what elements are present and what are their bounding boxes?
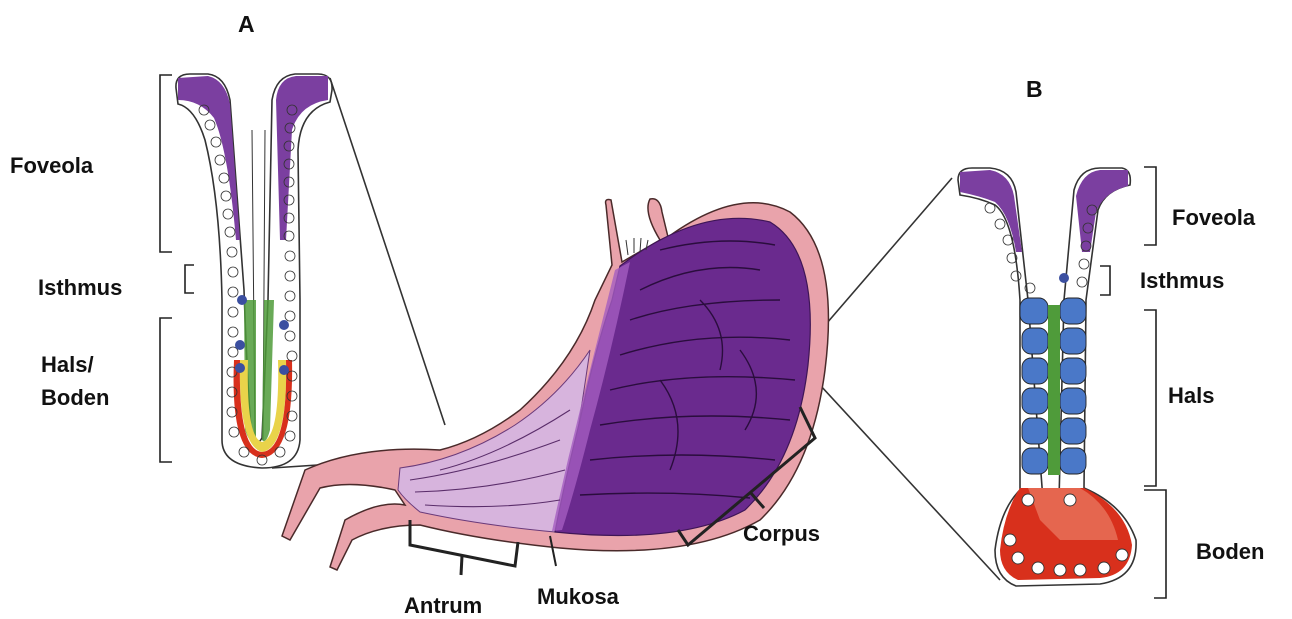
mukosa-label: Mukosa xyxy=(537,584,619,610)
gland-a xyxy=(176,74,332,468)
bracket-b-foveola xyxy=(1144,167,1156,245)
gland-b-stem-cell xyxy=(1059,273,1069,283)
gland-b-hals-label: Hals xyxy=(1168,383,1214,409)
gland-a-foveolar-cells-right xyxy=(276,76,328,240)
gland-b-isthmus-label: Isthmus xyxy=(1140,268,1224,294)
gland-b-foveolar-cells-right xyxy=(1076,170,1128,252)
gland-b-green-zone xyxy=(1048,305,1060,475)
gland-a-isthmus-label: Isthmus xyxy=(38,275,122,301)
panel-b-label: B xyxy=(1026,76,1043,102)
gland-b-foveola-label: Foveola xyxy=(1172,205,1255,231)
panel-a-label: A xyxy=(238,11,255,37)
antrum-label: Antrum xyxy=(404,593,482,619)
gland-a-foveola-label: Foveola xyxy=(10,153,93,179)
corpus-label: Corpus xyxy=(743,521,820,547)
bracket-a-foveola xyxy=(160,75,172,252)
gland-a-hals-label: Hals/ xyxy=(41,352,94,378)
stomach xyxy=(282,199,828,570)
bracket-b-hals xyxy=(1144,310,1156,486)
bracket-a-hals-boden xyxy=(160,318,172,462)
bracket-a-isthmus xyxy=(185,265,194,293)
gland-b xyxy=(958,168,1136,586)
bracket-b-boden xyxy=(1144,490,1166,598)
bracket-b-isthmus xyxy=(1100,266,1110,295)
gland-b-boden-label: Boden xyxy=(1196,539,1264,565)
gland-a-boden-label: Boden xyxy=(41,385,109,411)
